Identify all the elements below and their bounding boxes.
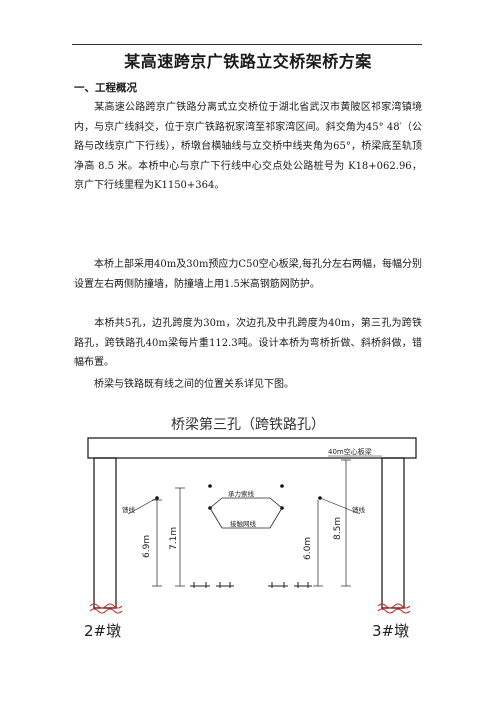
bridge-diagram: 40m空心板梁 承力索线 接触网线 馈线 馈线 6.9m 7.1m 6.0m <box>84 437 417 640</box>
paragraph-4: 桥梁与铁路既有线之间的位置关系详见下图。 <box>74 375 422 395</box>
dim-right-inner-label: 6.0m <box>303 537 313 560</box>
paragraph-1-text: 某高速公路跨京广铁路分离式立交桥位于湖北省武汉市黄陂区祁家湾镇境内，与京广线斜交… <box>74 102 422 192</box>
feeder-left-label: 馈线 <box>122 505 136 514</box>
beam-label: 40m空心板梁 <box>328 447 372 456</box>
left-pier-break <box>89 603 123 614</box>
paragraph-4-text: 桥梁与铁路既有线之间的位置关系详见下图。 <box>94 379 294 390</box>
feeder-left-leader <box>127 497 158 515</box>
dim-right-outer-label: 8.5m <box>333 517 343 540</box>
paragraph-2-text: 本桥上部采用40m及30m预应力C50空心板梁,每孔分左右两幅，每幅分别设置左右… <box>74 259 422 290</box>
figure-title: 桥梁第三孔（跨铁路孔） <box>171 417 325 433</box>
paragraph-2: 本桥上部采用40m及30m预应力C50空心板梁,每孔分左右两幅，每幅分别设置左右… <box>74 255 422 294</box>
wire-point-right-top <box>280 484 284 488</box>
left-pier <box>93 457 117 609</box>
contact-wire-label: 接触网线 <box>230 519 257 528</box>
pier-right-label: 3#墩 <box>372 622 409 640</box>
header-rule <box>72 44 422 45</box>
right-pier-break <box>377 603 411 614</box>
dim-left-outer-label: 6.9m <box>142 535 152 558</box>
wire-point-left-top <box>208 484 212 488</box>
messenger-wire-line <box>209 497 283 509</box>
feeder-right-label: 馈线 <box>352 505 366 514</box>
section-heading: 一、工程概况 <box>74 82 137 94</box>
beam-outline <box>87 437 417 459</box>
right-pier <box>381 457 405 609</box>
rails <box>190 582 312 588</box>
feeder-right-leader <box>319 497 361 515</box>
contact-wire-line <box>209 507 283 529</box>
document-title: 某高速跨京广铁路立交桥架桥方案 <box>124 52 372 71</box>
paragraph-1: 某高速公路跨京广铁路分离式立交桥位于湖北省武汉市黄陂区祁家湾镇境内，与京广线斜交… <box>74 98 422 196</box>
pier-left-label: 2#墩 <box>84 622 121 640</box>
dim-left-inner-label: 7.1m <box>169 527 179 550</box>
messenger-wire-label: 承力索线 <box>228 489 255 498</box>
paragraph-3: 本桥共5孔，边孔跨度为30m，次边孔及中孔跨度为40m，第三孔为跨铁路孔，跨铁路… <box>74 314 422 373</box>
paragraph-3-text: 本桥共5孔，边孔跨度为30m，次边孔及中孔跨度为40m，第三孔为跨铁路孔，跨铁路… <box>74 318 422 369</box>
